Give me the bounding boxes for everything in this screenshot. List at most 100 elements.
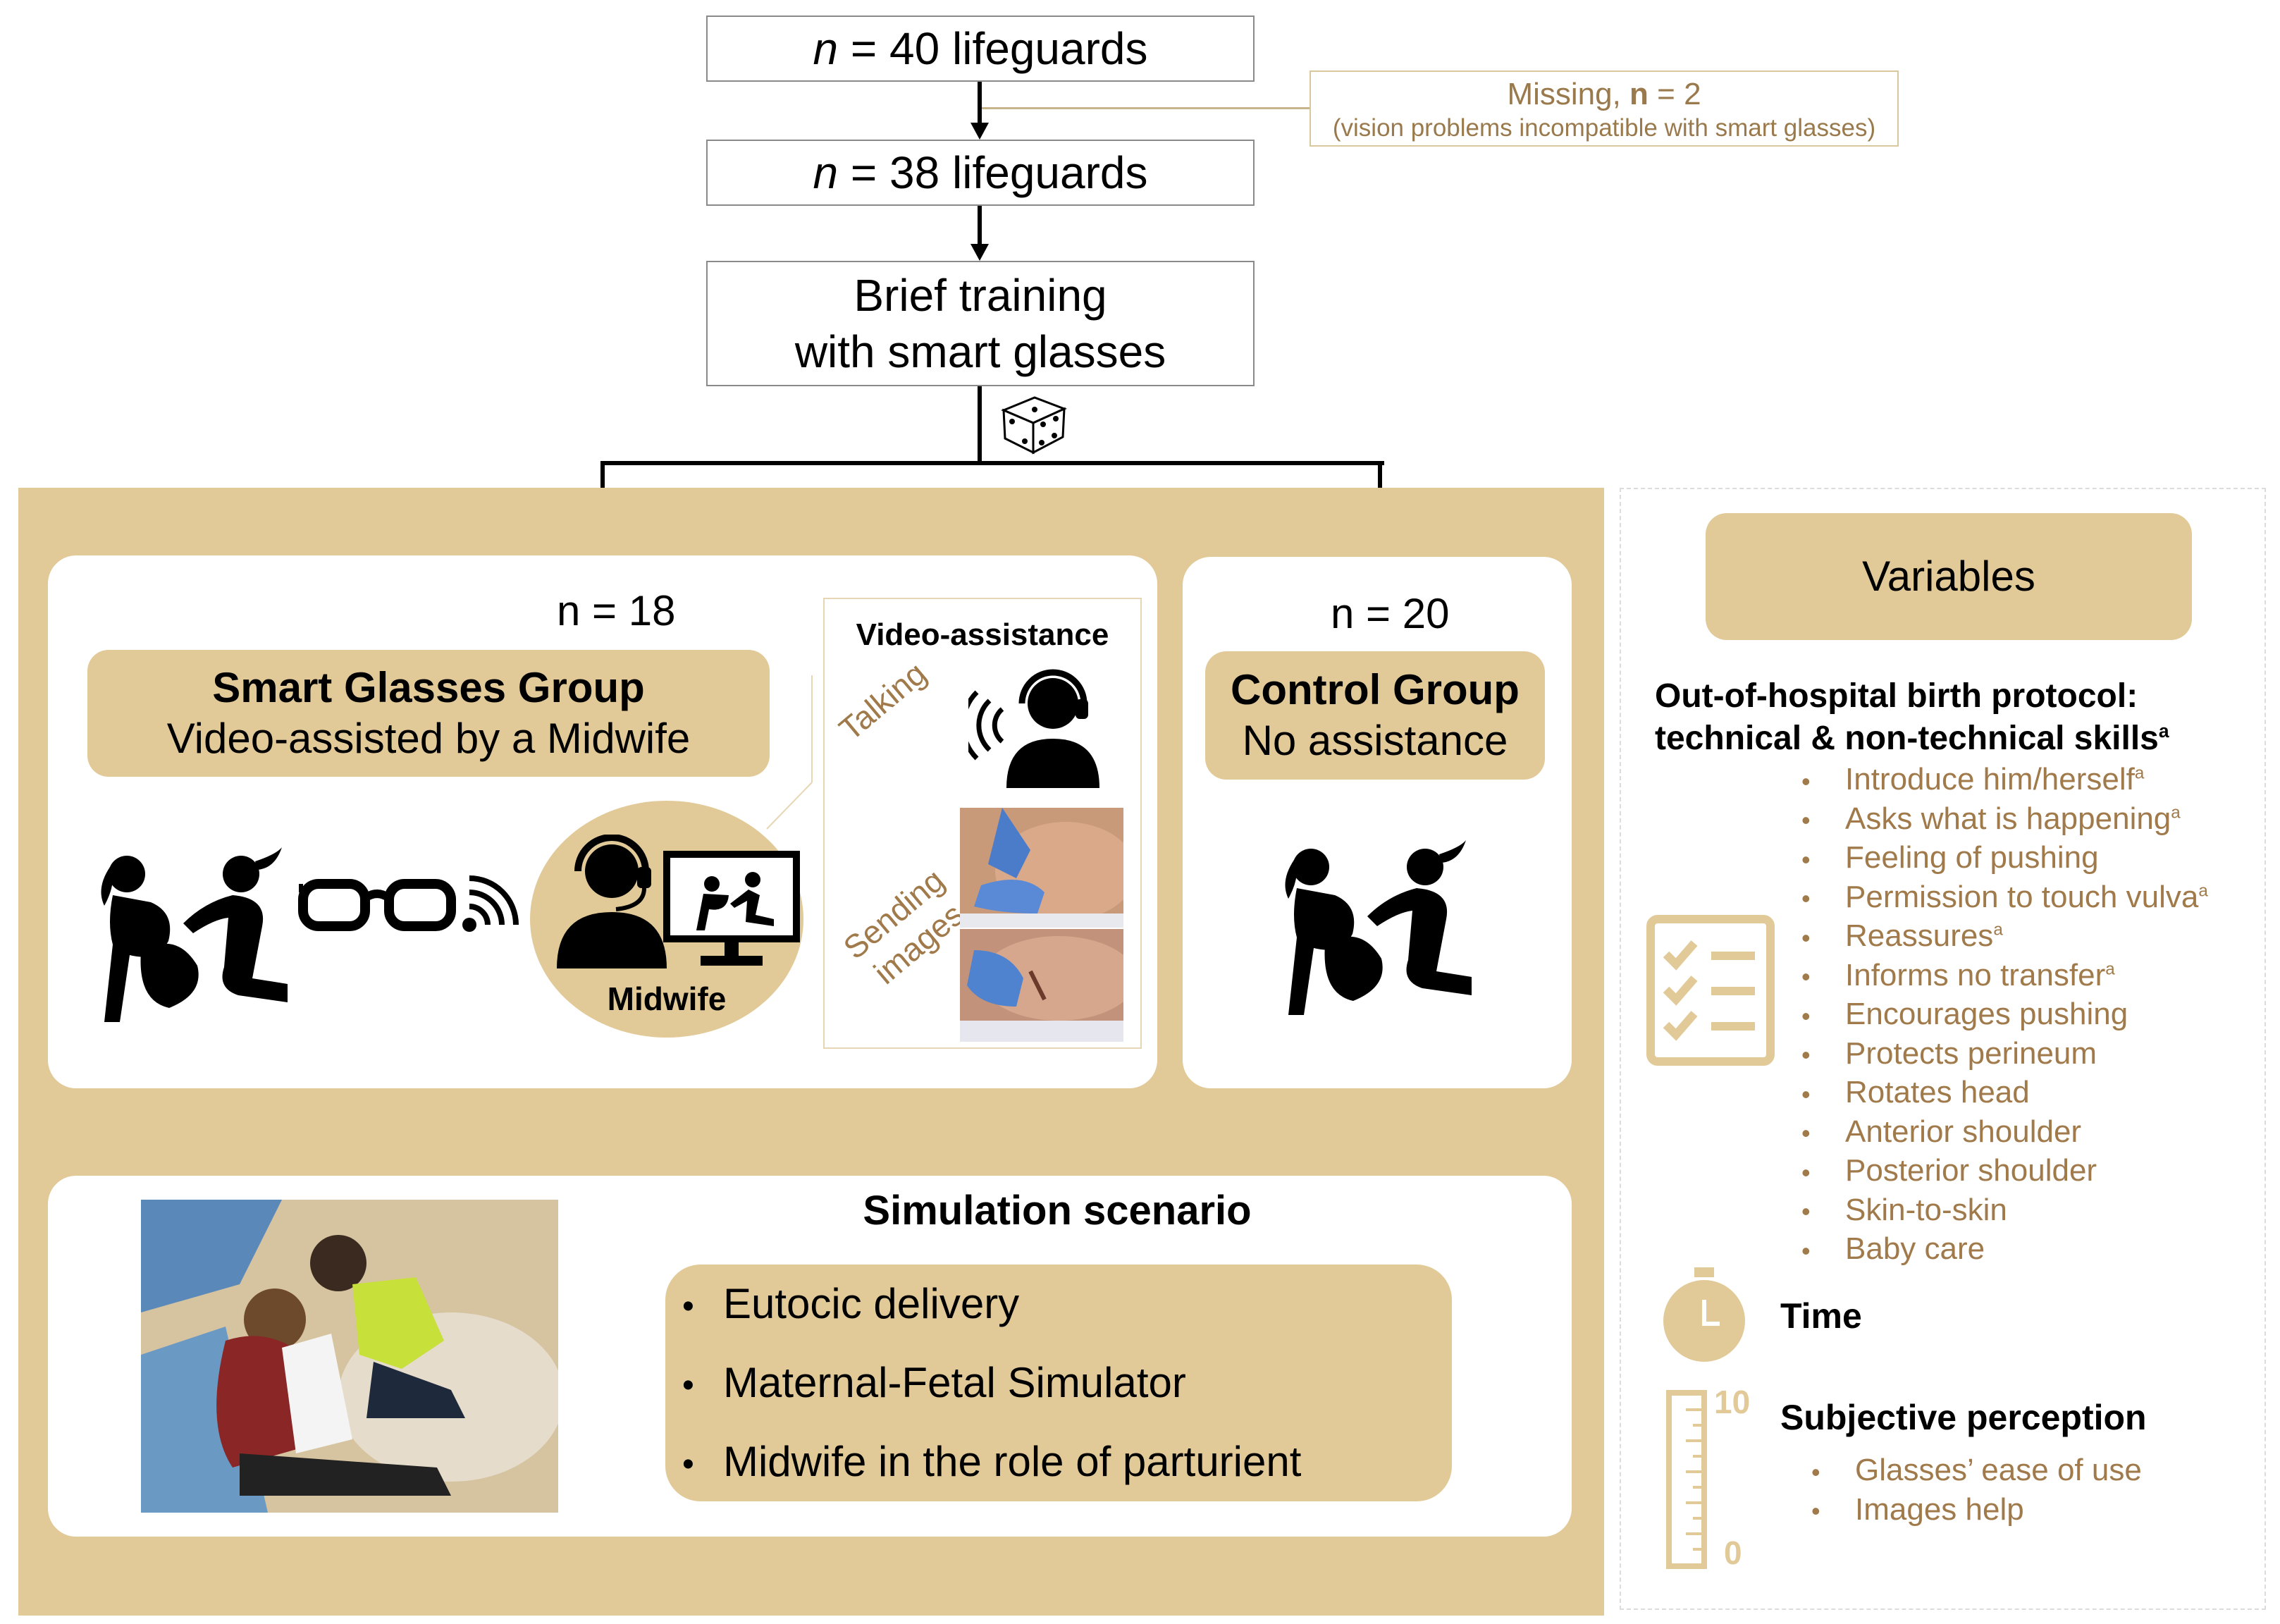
birth-scene-icon xyxy=(101,847,288,1022)
simulation-photo xyxy=(141,1200,558,1513)
variables-panel xyxy=(1620,488,2266,1610)
stopwatch-icon xyxy=(1663,1267,1745,1362)
protocol-item: Feeling of pushing xyxy=(1801,838,2208,878)
smart-group-label: Smart Glasses Group Video-assisted by a … xyxy=(87,650,770,777)
missing-connector-line xyxy=(982,107,1310,109)
control-panel xyxy=(1183,557,1572,1088)
variables-title-box: Variables xyxy=(1706,513,2192,640)
perception-title: Subjective perception xyxy=(1780,1398,2147,1437)
protocol-item: Introduce him/herselfa xyxy=(1801,760,2208,799)
protocol-item: Rotates head xyxy=(1801,1073,2208,1112)
protocol-item-text: Protects perineum xyxy=(1845,1035,2097,1071)
protocol-item: Encourages pushing xyxy=(1801,995,2208,1034)
callout-lines xyxy=(766,675,813,830)
smart-group-n: n = 18 xyxy=(557,587,676,634)
protocol-item-text: Anterior shoulder xyxy=(1845,1114,2082,1149)
scale-max-label: 10 xyxy=(1714,1384,1751,1420)
time-label: Time xyxy=(1780,1296,1862,1336)
control-group-title: Control Group xyxy=(1231,666,1520,713)
protocol-item-text: Permission to touch vulva xyxy=(1845,879,2199,914)
missing-n-symbol: n xyxy=(1629,77,1649,111)
connector-line xyxy=(600,461,605,510)
protocol-item-footnote: a xyxy=(2134,763,2145,783)
talking-headset-icon xyxy=(968,669,1099,788)
protocol-item-text: Asks what is happening xyxy=(1845,801,2171,836)
video-assistance-title: Video-assistance xyxy=(856,617,1109,652)
midwife-headset-icon xyxy=(557,835,667,968)
connector-line xyxy=(1378,461,1382,510)
control-group-label: Control Group No assistance xyxy=(1205,651,1545,780)
n-symbol: n xyxy=(813,23,839,74)
rating-scale-icon xyxy=(1666,1390,1707,1569)
protocol-item: Anterior shoulder xyxy=(1801,1112,2208,1152)
smart-group-title: Smart Glasses Group xyxy=(212,664,645,711)
protocol-item-text: Encourages pushing xyxy=(1845,997,2128,1031)
protocol-line-1: Out-of-hospital birth protocol: xyxy=(1655,677,2138,715)
checklist-icon xyxy=(1646,915,1775,1066)
computer-monitor-icon xyxy=(663,851,800,966)
connector-line xyxy=(978,206,982,245)
protocol-item-text: Posterior shoulder xyxy=(1845,1153,2097,1188)
simulation-list: Eutocic delivery Maternal-Fetal Simulato… xyxy=(682,1265,1301,1501)
protocol-item-footnote: a xyxy=(2105,959,2115,978)
flow-box-38-lifeguards: n = 38 lifeguards xyxy=(706,140,1255,206)
protocol-item-footnote: a xyxy=(2198,880,2208,900)
protocol-item-footnote: a xyxy=(2171,802,2181,822)
control-group-subtitle: No assistance xyxy=(1242,717,1508,764)
birth-scene-icon-control xyxy=(1285,840,1472,1015)
simulation-item: Eutocic delivery xyxy=(682,1265,1301,1343)
protocol-item: Posterior shoulder xyxy=(1801,1151,2208,1191)
protocol-heading: Out-of-hospital birth protocol: technica… xyxy=(1655,675,2169,760)
protocol-item: Asks what is happeninga xyxy=(1801,799,2208,839)
sent-image-bottom xyxy=(960,929,1123,1042)
protocol-item-text: Informs no transfer xyxy=(1845,957,2106,992)
protocol-item-text: Skin-to-skin xyxy=(1845,1192,2007,1227)
protocol-item: Baby care xyxy=(1801,1229,2208,1269)
protocol-item-text: Rotates head xyxy=(1845,1075,2030,1109)
protocol-item-footnote: a xyxy=(1993,920,2003,940)
arrow-down-icon xyxy=(970,123,989,140)
protocol-line-2: technical & non-technical skills xyxy=(1655,720,2159,757)
training-line-1: Brief training xyxy=(854,270,1107,321)
training-line-2: with smart glasses xyxy=(794,326,1166,377)
variables-title: Variables xyxy=(1862,553,2035,600)
protocol-item-text: Introduce him/herself xyxy=(1845,762,2135,796)
smart-glasses-icon xyxy=(298,879,456,931)
split-line xyxy=(600,461,1384,465)
missing-label: Missing, xyxy=(1507,77,1630,111)
connector-line xyxy=(978,386,982,461)
missing-reason: (vision problems incompatible with smart… xyxy=(1332,113,1876,142)
protocol-footnote: a xyxy=(2158,720,2169,742)
perception-item: Glasses’ ease of use xyxy=(1811,1451,2142,1490)
protocol-item: Permission to touch vulvaa xyxy=(1801,878,2208,917)
simulation-items-box: Eutocic delivery Maternal-Fetal Simulato… xyxy=(665,1265,1452,1501)
protocol-item: Informs no transfera xyxy=(1801,956,2208,995)
control-group-n: n = 20 xyxy=(1331,590,1450,637)
n-symbol: n xyxy=(813,147,839,198)
protocol-item-text: Feeling of pushing xyxy=(1845,840,2099,875)
midwife-label: Midwife xyxy=(607,980,727,1017)
sent-image-top xyxy=(960,808,1123,928)
connector-line xyxy=(978,82,982,124)
flow-box-text: = 40 lifeguards xyxy=(838,23,1148,74)
flow-box-40-lifeguards: n = 40 lifeguards xyxy=(706,16,1255,82)
missing-count: = 2 xyxy=(1648,77,1701,111)
missing-box: Missing, n = 2 (vision problems incompat… xyxy=(1310,70,1899,147)
perception-items-list: Glasses’ ease of use Images help xyxy=(1811,1451,2142,1529)
protocol-items-list: Introduce him/herselfa Asks what is happ… xyxy=(1801,760,2208,1269)
scale-min-label: 0 xyxy=(1724,1534,1742,1571)
wireless-signal-icon xyxy=(462,875,519,932)
smart-group-subtitle: Video-assisted by a Midwife xyxy=(166,715,691,762)
dice-icon xyxy=(1001,396,1067,455)
simulation-item: Maternal-Fetal Simulator xyxy=(682,1343,1301,1422)
protocol-item-text: Baby care xyxy=(1845,1231,1985,1266)
protocol-item: Skin-to-skin xyxy=(1801,1191,2208,1230)
protocol-item: Reassuresa xyxy=(1801,916,2208,956)
protocol-item-text: Reassures xyxy=(1845,918,1994,953)
arrow-down-icon xyxy=(970,244,989,261)
simulation-item: Midwife in the role of parturient xyxy=(682,1422,1301,1501)
flow-box-brief-training: Brief training with smart glasses xyxy=(706,261,1255,386)
perception-item: Images help xyxy=(1811,1490,2142,1530)
flow-box-text: = 38 lifeguards xyxy=(838,147,1148,198)
protocol-item: Protects perineum xyxy=(1801,1034,2208,1074)
